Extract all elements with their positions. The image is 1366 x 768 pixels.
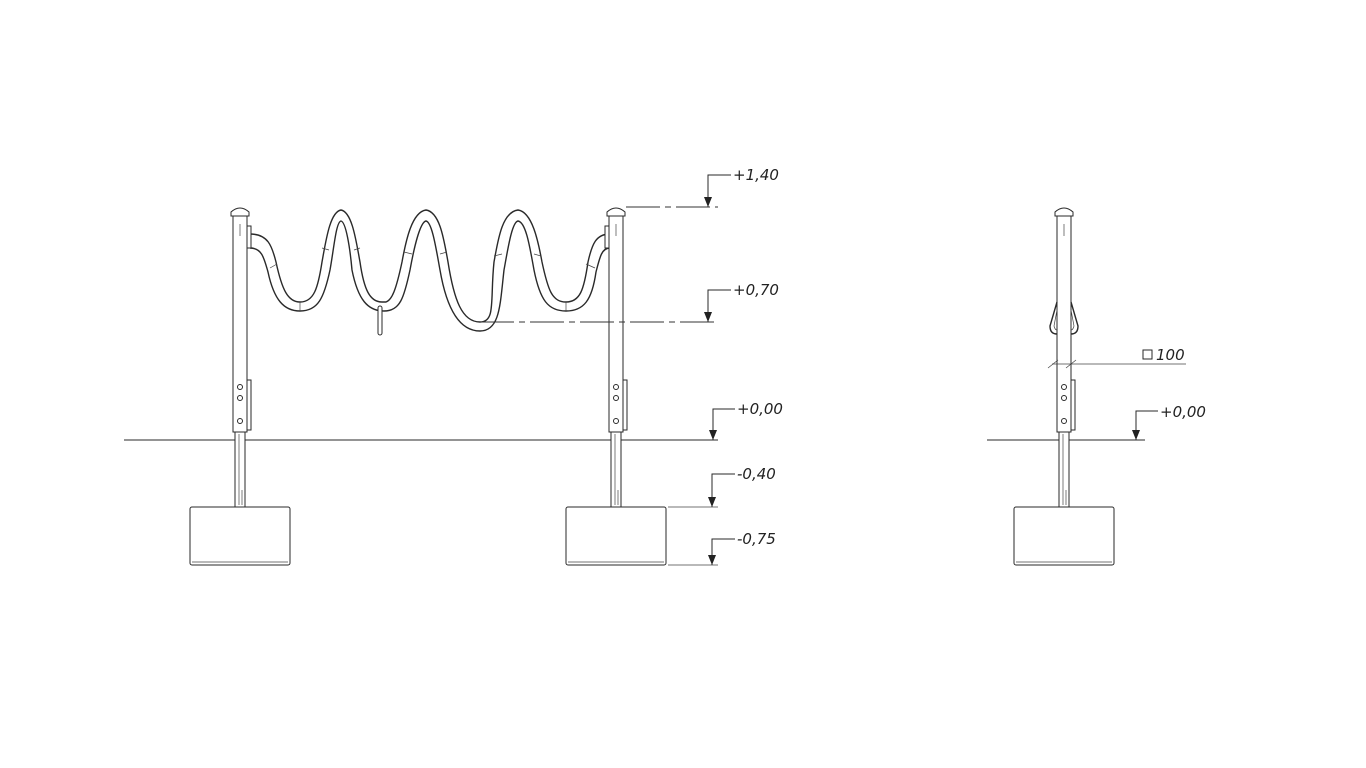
side-post	[1049, 207, 1079, 508]
side-footing	[1013, 506, 1115, 566]
left-footing	[189, 506, 291, 566]
section-size-label: 100	[1156, 346, 1185, 364]
level-label-footing-bottom: -0,75	[737, 530, 776, 548]
square-section-icon	[1142, 349, 1153, 360]
level-label-top: +1,40	[733, 166, 779, 184]
section-size-callout: 100	[1047, 346, 1186, 369]
level-label-loop-bottom: +0,70	[733, 281, 779, 299]
right-post	[604, 207, 628, 508]
level-label-footing-top: -0,40	[737, 465, 776, 483]
front-view: +1,40 +0,70 +0,00 -0,40 -0,75	[124, 166, 783, 566]
level-marker-footing-bottom: -0,75	[708, 530, 776, 565]
wave-tab	[377, 305, 383, 336]
side-level-marker-ground: +0,00	[1132, 403, 1206, 440]
right-footing	[565, 506, 667, 566]
level-marker-top: +1,40	[704, 166, 779, 207]
level-marker-ground: +0,00	[709, 400, 783, 440]
level-marker-loop-bottom: +0,70	[704, 281, 779, 322]
level-label-ground: +0,00	[737, 400, 783, 418]
left-post	[230, 207, 252, 508]
wave-tube	[249, 209, 611, 332]
side-level-label-ground: +0,00	[1160, 403, 1206, 421]
side-view: 100 +0,00	[987, 207, 1206, 566]
level-marker-footing-top: -0,40	[708, 465, 776, 507]
